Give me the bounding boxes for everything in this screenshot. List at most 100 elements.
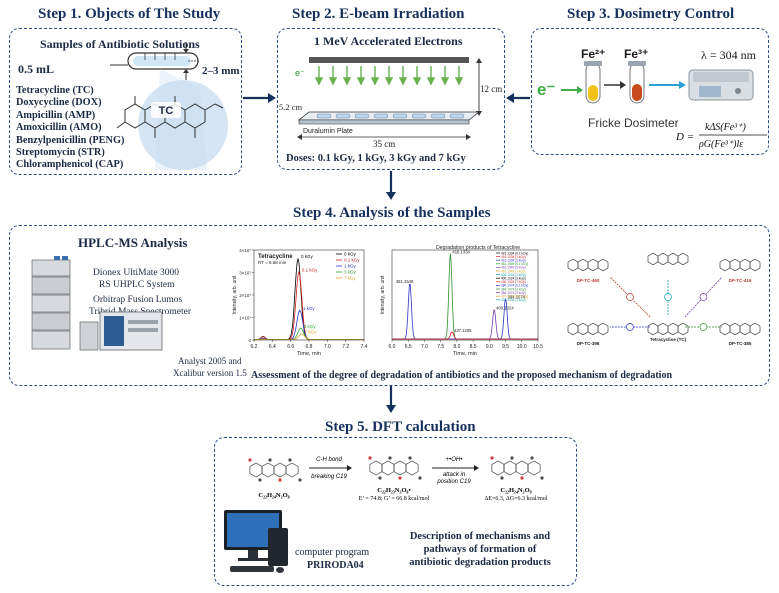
software-line: Analyst 2005 and: [178, 356, 242, 366]
mechanism-label: DP-TC-460: [577, 278, 600, 283]
electron-beam-arrowhead: [314, 77, 324, 86]
atom: [510, 456, 514, 460]
antibiotic-item: Amoxicillin (AMO): [16, 122, 102, 134]
step4-caption: Assessment of the degree of degradation …: [251, 370, 673, 381]
y-axis-label: Intensity, arb. unit: [232, 275, 238, 315]
legend-entry: 400.1024 (7 kGy): [501, 280, 526, 284]
height-label: 12 cm: [480, 84, 502, 94]
atom: [368, 456, 372, 460]
molecule3-formula: C₂₂H₂₄N₂O₉: [500, 487, 531, 494]
dft-molecule-structure: [249, 462, 263, 478]
electron-beam-arrowhead: [328, 77, 338, 86]
x-tick-label: 7.2: [342, 344, 349, 350]
dft-molecule-structure: [527, 460, 541, 476]
electron-beam-arrowhead: [370, 77, 380, 86]
x-tick-label: 6.5: [405, 344, 412, 350]
legend-entry: 7 kGy: [344, 276, 357, 281]
y-tick-label: 0: [248, 338, 251, 343]
step4-panel: HPLC-MS Analysis Dionex UltiMate 3000 RS…: [9, 225, 770, 386]
dft-molecule-structure: [381, 460, 395, 476]
series-line: [392, 309, 538, 340]
chart1-subtitle: RT = 6.68 min: [258, 260, 287, 265]
antibiotic-item: Ampicillin (AMP): [16, 109, 96, 121]
legend-entry: 1 kGy: [344, 264, 357, 269]
program-caption: computer program: [295, 547, 370, 558]
molecule-structure: [577, 322, 589, 336]
antibiotic-item: Tetracycline (TC): [16, 85, 94, 96]
plate-well: [430, 113, 446, 119]
mechanism-center-label: Tetracycline (TC): [650, 337, 687, 342]
dosimetry-illustration: e⁻ Fe²⁺ Fe³⁺ λ = 304 nm Fricke Dosimeter…: [537, 47, 767, 150]
hplc-instrument-illustration: [31, 256, 163, 351]
x-tick-label: 10.5: [533, 344, 543, 350]
chart1-title: Tetracycline: [258, 254, 293, 260]
molecule-structure: [729, 258, 741, 272]
plate-label: Duralumin Plate: [303, 128, 353, 135]
description-line: antibiotic degradation products: [409, 557, 551, 568]
dft-molecule-structure: [393, 460, 407, 476]
molecule3-energy: ΔE=6.3, ΔG=6.3 kcal/mol: [485, 496, 548, 502]
legend-entry: 461.1549 (3 kGy): [501, 266, 526, 270]
legend-entry: 437.1205 (0.1 kGy): [501, 295, 528, 299]
dft-molecule-structure: [503, 460, 517, 476]
molecule1-formula: C₂₂H₂₄N₂O₈: [258, 492, 289, 499]
molecule-structure: [657, 252, 669, 266]
molecule-structure: [739, 322, 751, 336]
step3-title: Step 3. Dosimetry Control: [567, 6, 735, 22]
dft-molecule-structure: [261, 462, 275, 478]
molecule-structure: [587, 322, 599, 336]
atom: [408, 456, 412, 460]
electron-beam-arrowhead: [440, 77, 450, 86]
formula-lhs: D =: [675, 131, 694, 143]
mechanism-step-marker: [626, 293, 634, 301]
plate-well: [449, 113, 465, 119]
dft-reaction-scheme: C-H bond breaking C19 +•OH• attack in po…: [248, 456, 548, 502]
molecule-structure: [587, 258, 599, 272]
legend-entry: 416.1334 (3 kGy): [501, 259, 526, 263]
atom: [418, 476, 422, 480]
tc-label: TC: [159, 105, 174, 117]
series-line: [392, 298, 538, 340]
atom: [258, 478, 262, 482]
molecule-structure: [597, 258, 609, 272]
y-tick-label: 3×10⁷: [239, 271, 251, 276]
depth-label: 2–3 mm: [202, 65, 240, 77]
step2-title: Step 2. E-beam Irradiation: [292, 6, 465, 22]
mechanism-label: DP-TC-385: [729, 341, 752, 346]
electron-beam-arrowhead: [384, 77, 394, 86]
legend-entry: 400.1024 (1 kGy): [501, 273, 526, 277]
atom: [398, 476, 402, 480]
antibiotic-item: Doxycycline (DOX): [16, 97, 102, 109]
wavelength-label: λ = 304 nm: [701, 48, 757, 62]
degradation-products-chromatogram: 416.1334461.1549384.1074400.1024437.1205…: [380, 245, 543, 357]
x-tick-label: 7.0: [324, 344, 331, 350]
peak-label: 461.1549: [396, 279, 414, 284]
step5-title: Step 5. DFT calculation: [325, 419, 476, 435]
x-tick-label: 8.5: [470, 344, 477, 350]
legend-entry: 0.1 kGy: [344, 258, 360, 263]
peak-label: 437.1205: [454, 328, 472, 333]
peak-label: 416.1334: [452, 250, 470, 255]
width-label: 5.2 cm: [279, 102, 303, 112]
x-tick-label: 6.2: [251, 344, 258, 350]
peak-label: 400.1024: [496, 305, 514, 310]
x-axis-label: Time, min: [297, 351, 321, 357]
electron-beam-arrowhead: [398, 77, 408, 86]
atom: [500, 476, 504, 480]
molecule-structure: [657, 322, 669, 336]
electron-beam-arrowhead: [412, 77, 422, 86]
electron-symbol: e⁻: [295, 68, 305, 78]
fe3-label: Fe³⁺: [624, 47, 648, 61]
series-data-label: 1 kGy: [303, 306, 316, 311]
mechanism-step-marker: [664, 293, 672, 301]
step2-heading: 1 MeV Accelerated Electrons: [314, 34, 463, 48]
molecule-structure: [567, 258, 579, 272]
plate-well: [373, 113, 389, 119]
molecule2-energy: E’ = 74.8; G’ = 66.8 kcal/mol: [359, 496, 430, 502]
plate-well: [411, 113, 427, 119]
dose-label: Doses: 0.1 kGy, 1 kGy, 3 kGy and 7 kGy: [286, 153, 466, 164]
molecule-structure: [597, 322, 609, 336]
atom: [530, 456, 534, 460]
mechanism-label: DP-TC-398: [577, 341, 600, 346]
